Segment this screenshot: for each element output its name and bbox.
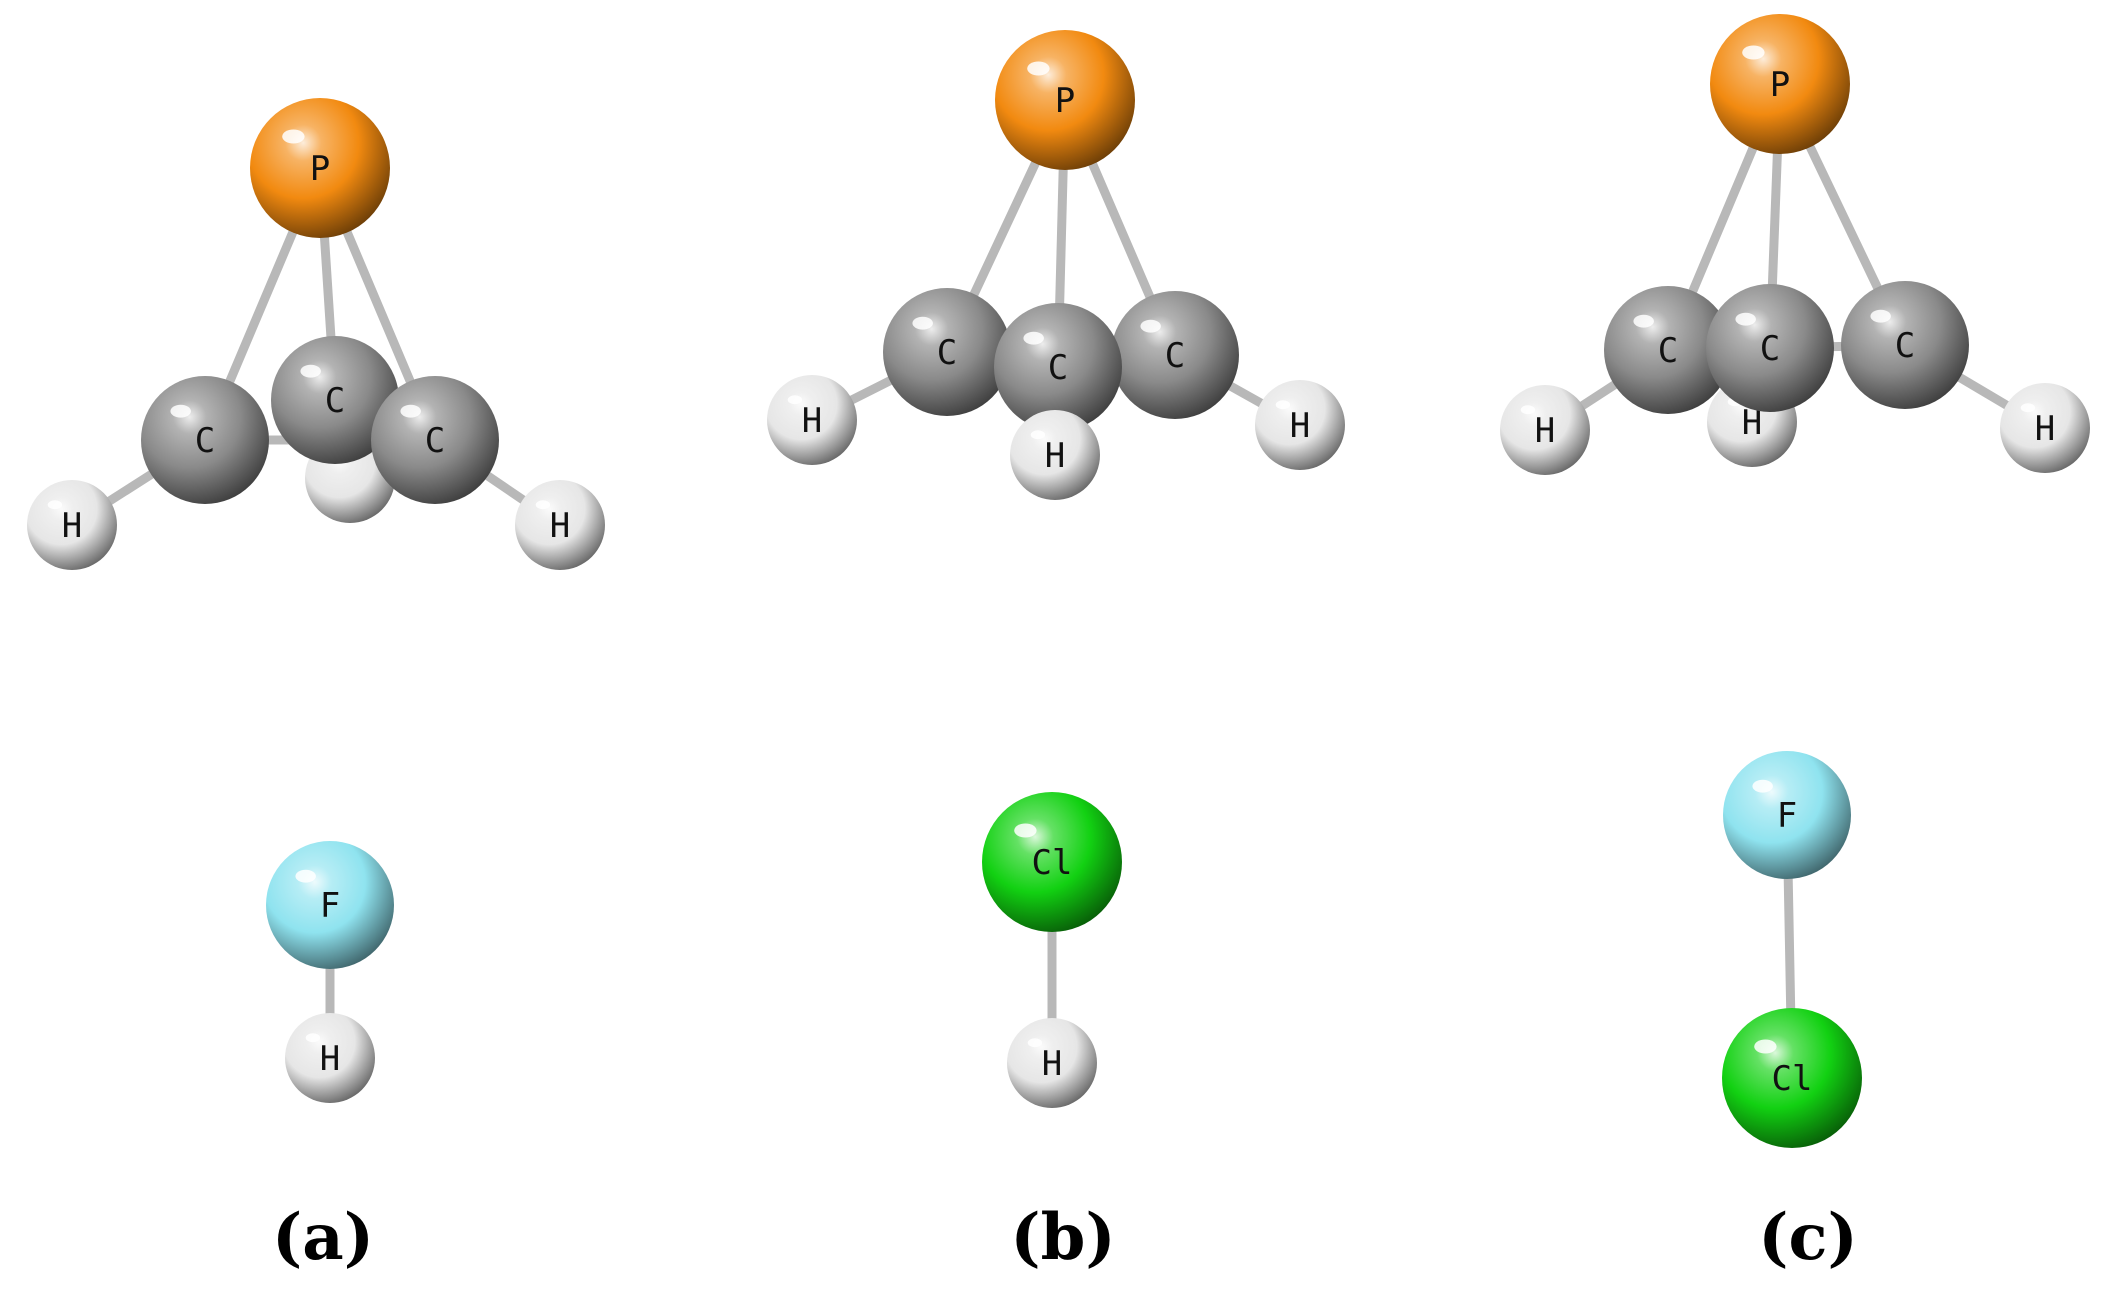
atom-c-h-left: H xyxy=(1500,385,1590,475)
atom-label: C xyxy=(195,421,215,461)
panel-label-c: (c) xyxy=(1758,1200,1858,1275)
atom-label: P xyxy=(310,149,330,189)
atom-label: H xyxy=(802,401,822,441)
specular-highlight xyxy=(1520,405,1536,415)
atom-label: P xyxy=(1770,65,1790,105)
specular-highlight xyxy=(1140,319,1161,333)
atom-b-h-right: H xyxy=(1255,380,1345,470)
atom-label: H xyxy=(1042,1044,1062,1084)
atom-label: F xyxy=(1777,796,1797,836)
specular-highlight xyxy=(1030,430,1046,440)
atom-c-f: F xyxy=(1723,751,1851,879)
specular-highlight xyxy=(170,404,191,418)
atom-label: H xyxy=(1045,436,1065,476)
atom-c-p: P xyxy=(1710,14,1850,154)
atom-label: H xyxy=(1535,411,1555,451)
specular-highlight xyxy=(1742,45,1765,60)
atom-label: C xyxy=(1760,329,1780,369)
specular-highlight xyxy=(2020,403,2036,413)
atom-label: C xyxy=(1895,326,1915,366)
atom-c-h-right: H xyxy=(2000,383,2090,473)
specular-highlight xyxy=(282,129,305,144)
atom-label: H xyxy=(320,1039,340,1079)
atom-label: C xyxy=(425,421,445,461)
atom-b-h-left: H xyxy=(767,375,857,465)
specular-highlight xyxy=(1275,400,1291,410)
specular-highlight xyxy=(47,500,63,510)
specular-highlight xyxy=(295,869,316,883)
atom-label: C xyxy=(1658,331,1678,371)
specular-highlight xyxy=(300,364,321,378)
specular-highlight xyxy=(1027,1038,1043,1048)
atom-label: C xyxy=(1165,336,1185,376)
specular-highlight xyxy=(912,316,933,330)
specular-highlight xyxy=(535,500,551,510)
atom-b-p: P xyxy=(995,30,1135,170)
atom-label: C xyxy=(937,333,957,373)
atom-a-c-left: C xyxy=(141,376,269,504)
panel-label-b: (b) xyxy=(1010,1200,1116,1275)
atom-b-cl: Cl xyxy=(982,792,1122,932)
specular-highlight xyxy=(1027,61,1050,76)
atom-c-cl: Cl xyxy=(1722,1008,1862,1148)
specular-highlight xyxy=(1735,312,1756,326)
atom-a-h-right: H xyxy=(515,480,605,570)
atom-c-c-right: C xyxy=(1841,281,1969,409)
atom-b-c-right: C xyxy=(1111,291,1239,419)
specular-highlight xyxy=(1754,1039,1777,1054)
panel-label-a: (a) xyxy=(271,1200,375,1275)
atom-label: Cl xyxy=(1772,1059,1813,1099)
specular-highlight xyxy=(1870,309,1891,323)
atom-a-f: F xyxy=(266,841,394,969)
atom-label: C xyxy=(1048,348,1068,388)
atom-label: H xyxy=(1742,403,1762,443)
specular-highlight xyxy=(1023,331,1044,345)
specular-highlight xyxy=(787,395,803,405)
atom-a-p: P xyxy=(250,98,390,238)
atom-b-c-left: C xyxy=(883,288,1011,416)
atom-label: H xyxy=(550,506,570,546)
atom-label: P xyxy=(1055,81,1075,121)
atom-label: F xyxy=(320,886,340,926)
atom-b-h-mid: H xyxy=(1010,410,1100,500)
atom-label: Cl xyxy=(1032,843,1073,883)
atom-a-c-right: C xyxy=(371,376,499,504)
atom-label: H xyxy=(2035,409,2055,449)
atom-a-h-hf: H xyxy=(285,1013,375,1103)
atom-b-c-mid: C xyxy=(994,303,1122,431)
atom-label: H xyxy=(1290,406,1310,446)
atom-a-c-back: C xyxy=(271,336,399,464)
specular-highlight xyxy=(305,1033,321,1043)
atom-c-c-mid: C xyxy=(1706,284,1834,412)
atom-label: C xyxy=(325,381,345,421)
atom-b-h-hcl: H xyxy=(1007,1018,1097,1108)
specular-highlight xyxy=(1752,779,1773,793)
atom-label: H xyxy=(62,506,82,546)
specular-highlight xyxy=(1014,823,1037,838)
specular-highlight xyxy=(400,404,421,418)
atom-c-c-left: C xyxy=(1604,286,1732,414)
specular-highlight xyxy=(1633,314,1654,328)
atom-a-h-left: H xyxy=(27,480,117,570)
